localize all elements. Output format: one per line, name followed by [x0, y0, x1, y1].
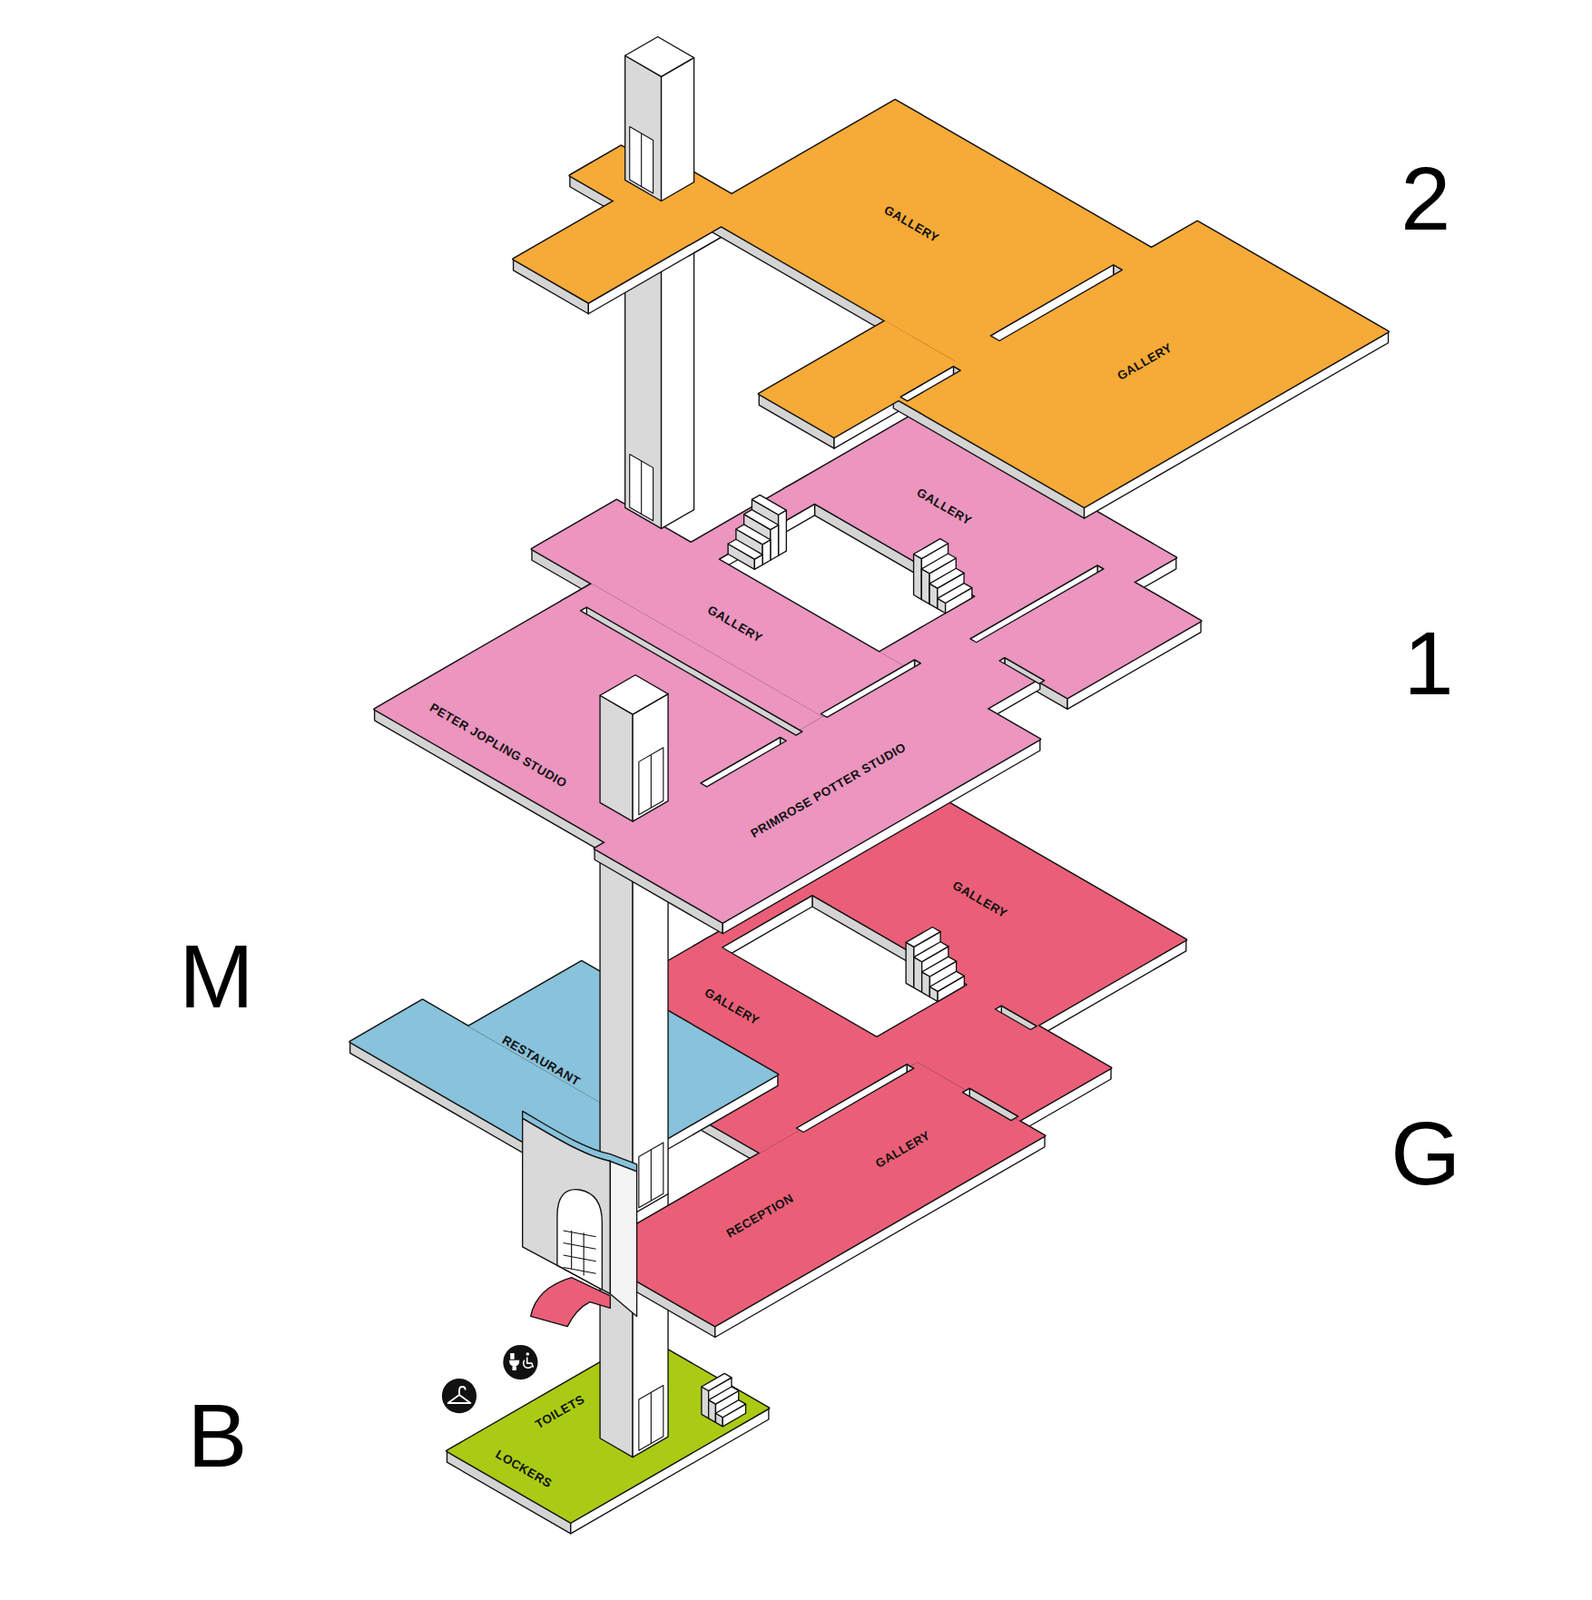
opening-edge	[815, 503, 975, 608]
room-label: GALLERY	[1115, 341, 1176, 384]
room-label: TOILETS	[533, 1393, 588, 1433]
plate-top	[758, 321, 961, 438]
wheelchair-symbol	[525, 1352, 530, 1357]
stair-step	[701, 1373, 732, 1391]
opening-edge	[812, 895, 967, 997]
floor-number: B	[186, 1391, 247, 1482]
cloakroom-icon	[442, 1378, 477, 1414]
stair-step	[708, 1386, 739, 1405]
floor-plate: GALLERY GALLERY	[509, 96, 1393, 523]
plate-edge	[547, 1031, 760, 1165]
floor-plate: GALLERY GALLERY GALLERY RECEPTION	[543, 796, 1190, 1342]
opening-edge	[700, 737, 781, 795]
hanger-symbol	[448, 1386, 472, 1404]
opening-edge	[900, 366, 954, 409]
stair-step	[744, 510, 779, 531]
floor-number: 1	[1404, 618, 1455, 708]
room-label: GALLERY	[913, 486, 974, 529]
opening-outline	[900, 366, 961, 402]
opening-edge	[820, 659, 914, 726]
stair-step	[752, 494, 787, 515]
staircase	[905, 926, 964, 1002]
staircase	[727, 494, 787, 570]
floor-number: 2	[1400, 154, 1451, 245]
opening-outline	[796, 1064, 914, 1133]
lift-top	[625, 36, 695, 77]
room-label: GALLERY	[950, 878, 1011, 921]
icon-disc	[442, 1378, 477, 1414]
stair-step	[929, 568, 964, 589]
stair-step	[913, 957, 922, 993]
room-label: GALLERY	[701, 986, 762, 1029]
plate-top	[587, 1061, 1044, 1327]
plate-shape	[442, 1332, 773, 1538]
stair-step	[921, 956, 956, 977]
plate-top	[350, 1000, 666, 1182]
wheelchair-symbol	[523, 1356, 534, 1368]
stair-step	[913, 942, 948, 963]
staircase	[701, 1373, 747, 1426]
opening-outline	[820, 659, 921, 718]
room-label: LOCKERS	[492, 1447, 554, 1491]
icon-disc	[502, 1345, 538, 1380]
opening-edge	[721, 895, 812, 960]
toilet-icon	[502, 1345, 538, 1380]
opening-outline	[999, 658, 1045, 685]
opening-outline	[962, 1088, 1018, 1121]
toilet-symbol	[509, 1353, 520, 1371]
opening-outline	[970, 565, 1104, 643]
stair-step	[770, 524, 779, 561]
stair-step	[736, 524, 771, 545]
opening-edge	[969, 1088, 1019, 1128]
room-label: RECEPTION	[724, 1191, 796, 1241]
stair-step	[921, 569, 930, 605]
plate-shape	[370, 405, 1205, 938]
entrance-ramp	[530, 1277, 611, 1327]
plate-top	[512, 163, 754, 303]
floor-plate: TOILETS LOCKERS	[442, 1332, 773, 1538]
stair-step	[937, 583, 973, 604]
opening-edge	[1001, 1005, 1037, 1038]
lift-door	[640, 461, 642, 514]
plate-shape	[509, 96, 1393, 523]
room-label: RESTAURANT	[499, 1033, 582, 1090]
arch-opening	[557, 1189, 602, 1291]
plate-top	[446, 1336, 768, 1524]
opening-edge	[796, 1064, 907, 1140]
stair-step	[913, 539, 949, 560]
room-label: GALLERY	[881, 203, 942, 246]
stair-step	[905, 926, 941, 947]
stair-step	[913, 554, 923, 600]
floor-number: G	[1390, 1109, 1461, 1199]
stair-step	[921, 553, 956, 574]
plate-outline	[446, 1336, 768, 1524]
stair-step	[727, 539, 763, 560]
room-label: GALLERY	[705, 603, 766, 646]
opening-outline	[580, 607, 803, 736]
plate-shape	[543, 796, 1190, 1342]
opening-edge	[970, 565, 1098, 650]
staircase	[913, 539, 973, 614]
stair-step	[715, 1400, 746, 1418]
opening-edge	[586, 607, 803, 744]
room-label: GALLERY	[873, 1129, 934, 1171]
opening-outline	[700, 737, 787, 787]
floor-number: M	[178, 932, 254, 1023]
opening-outline	[990, 265, 1122, 342]
stair-step	[778, 510, 787, 556]
stair-step	[929, 971, 964, 992]
room-label: PRIMROSE POTTER STUDIO	[748, 740, 909, 841]
floor-plate: GALLERY GALLERY PETER JOPLING STUDIO PRIMRO…	[370, 405, 1205, 938]
opening-outline	[994, 1005, 1037, 1030]
stair-step	[905, 942, 914, 988]
room-label: PETER JOPLING STUDIO	[427, 701, 570, 792]
stair-step	[701, 1386, 709, 1419]
